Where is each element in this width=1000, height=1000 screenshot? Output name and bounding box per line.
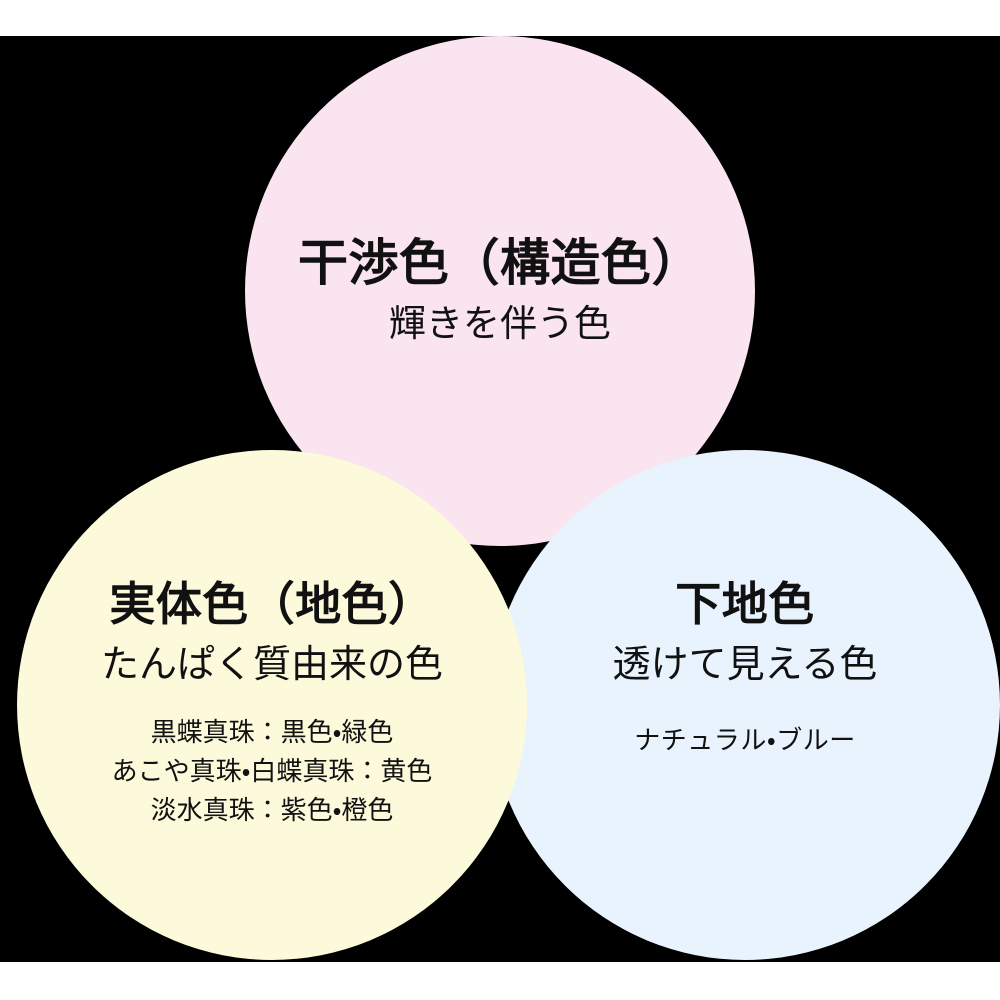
body-detail-item: 淡水真珠：紫色・橙色 [150,795,394,826]
circle-underlay-color: 下地色 透けて見える色 ナチュラル・ブルー [490,450,1000,960]
underlay-title: 下地色 [675,578,815,630]
underlay-text-block: 下地色 透けて見える色 ナチュラル・ブルー [490,578,1000,760]
underlay-subtitle: 透けて見える色 [612,643,878,686]
body-detail-item: あこや真珠・白蝶真珠：黄色 [111,756,433,787]
body-title: 実体色（地色） [109,578,435,630]
interference-text-block: 干渉色（構造色） 輝きを伴う色 [245,236,755,346]
underlay-detail-item: ナチュラル・ブルー [634,725,856,756]
circle-body-color: 実体色（地色） たんぱく質由来の色 黒蝶真珠：黒色・緑色 あこや真珠・白蝶真珠：… [17,450,527,960]
body-detail-item: 黒蝶真珠：黒色・緑色 [150,717,394,748]
underlay-detail-list: ナチュラル・ブルー [490,721,1000,760]
interference-title: 干渉色（構造色） [298,235,702,291]
body-text-block: 実体色（地色） たんぱく質由来の色 黒蝶真珠：黒色・緑色 あこや真珠・白蝶真珠：… [17,578,527,830]
interference-subtitle: 輝きを伴う色 [389,303,611,344]
body-subtitle: たんぱく質由来の色 [100,643,443,686]
body-detail-list: 黒蝶真珠：黒色・緑色 あこや真珠・白蝶真珠：黄色 淡水真珠：紫色・橙色 [17,713,527,830]
